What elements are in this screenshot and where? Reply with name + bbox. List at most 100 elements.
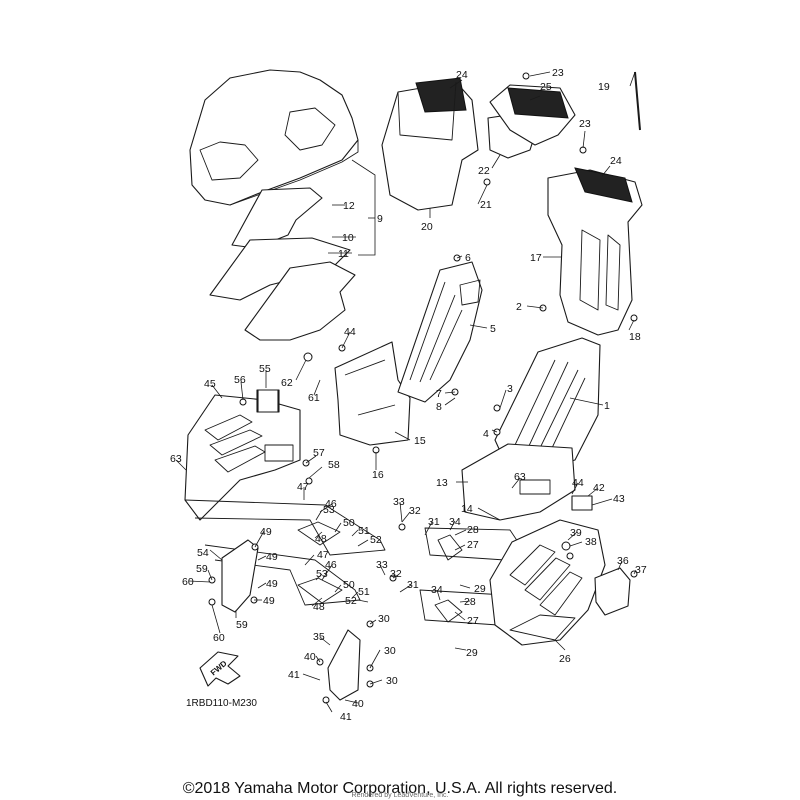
part-bracket-42 xyxy=(571,495,593,511)
callout-34b: 34 xyxy=(431,584,443,596)
callout-63a: 63 xyxy=(170,453,182,465)
part-rail-upper xyxy=(184,499,386,556)
callout-61: 61 xyxy=(308,392,320,404)
part-panel-45 xyxy=(184,394,301,521)
part-bracket-15 xyxy=(334,341,411,446)
callout-48b: 48 xyxy=(313,601,325,613)
callout-10: 10 xyxy=(342,232,354,244)
callout-40b: 40 xyxy=(352,698,364,710)
part-clip-55 xyxy=(257,389,279,413)
callout-45: 45 xyxy=(204,378,216,390)
part-bracket-36 xyxy=(594,567,631,616)
callout-62: 62 xyxy=(281,377,293,389)
callout-59b: 59 xyxy=(236,619,248,631)
callout-31a: 31 xyxy=(428,516,440,528)
callout-37: 37 xyxy=(635,564,647,576)
callout-11: 11 xyxy=(338,248,349,260)
callout-22: 22 xyxy=(478,165,490,177)
callout-4: 4 xyxy=(483,428,489,440)
callout-6: 6 xyxy=(465,252,471,264)
callout-19: 19 xyxy=(598,81,610,93)
callout-51a: 51 xyxy=(358,525,370,537)
callout-28a: 28 xyxy=(467,524,479,536)
callout-32b: 32 xyxy=(390,568,402,580)
callout-60a: 60 xyxy=(182,576,194,588)
callout-26: 26 xyxy=(559,653,571,665)
callout-43: 43 xyxy=(613,493,625,505)
part-bracket-13 xyxy=(461,443,576,521)
callout-23a: 23 xyxy=(552,67,564,79)
callout-27a: 27 xyxy=(467,539,479,551)
callout-58: 58 xyxy=(328,459,340,471)
callout-7: 7 xyxy=(436,388,442,400)
callout-49b: 49 xyxy=(266,551,278,563)
callout-44b: 44 xyxy=(572,477,584,489)
callout-49d: 49 xyxy=(263,595,275,607)
callout-36: 36 xyxy=(617,555,629,567)
callout-53a: 53 xyxy=(323,504,335,516)
part-bracket-54 xyxy=(221,539,259,613)
part-bracket-35 xyxy=(327,629,361,701)
callout-5: 5 xyxy=(490,323,496,335)
callout-47a: 47 xyxy=(297,481,309,493)
callout-2: 2 xyxy=(516,301,522,313)
callout-55: 55 xyxy=(259,363,271,375)
callout-14: 14 xyxy=(461,503,473,515)
callout-46b: 46 xyxy=(325,559,337,571)
callout-46a: 46 xyxy=(325,498,337,510)
part-rod-19 xyxy=(634,71,641,131)
callout-63b: 63 xyxy=(514,471,526,483)
callout-39: 39 xyxy=(570,527,582,539)
callout-17: 17 xyxy=(530,252,542,264)
callout-33a: 33 xyxy=(393,496,405,508)
callout-52b: 52 xyxy=(345,595,357,607)
callout-30a: 30 xyxy=(378,613,390,625)
callout-49c: 49 xyxy=(266,578,278,590)
callout-47b: 47 xyxy=(317,549,329,561)
callouts: 1 2 3 4 5 6 7 8 9 10 11 12 13 14 15 16 1… xyxy=(170,67,647,723)
callout-15: 15 xyxy=(414,435,426,447)
callout-42: 42 xyxy=(593,482,605,494)
callout-41a: 41 xyxy=(288,669,300,681)
callout-50a: 50 xyxy=(343,517,355,529)
callout-33b: 33 xyxy=(376,559,388,571)
callout-38: 38 xyxy=(585,536,597,548)
callout-25: 25 xyxy=(540,81,552,93)
render-note: Rendered by LeadVenture, Inc. xyxy=(351,792,449,799)
callout-13: 13 xyxy=(436,477,448,489)
callout-20: 20 xyxy=(421,221,433,233)
callout-1: 1 xyxy=(604,400,610,412)
callout-16: 16 xyxy=(372,469,384,481)
callout-40a: 40 xyxy=(304,651,316,663)
callout-59a: 59 xyxy=(196,563,208,575)
callout-30b: 30 xyxy=(384,645,396,657)
callout-8: 8 xyxy=(436,401,442,413)
callout-52a: 52 xyxy=(370,534,382,546)
callout-12: 12 xyxy=(343,200,355,212)
callout-24a: 24 xyxy=(456,69,468,81)
copyright-notice: ©2018 Yamaha Motor Corporation, U.S.A. A… xyxy=(182,780,618,797)
leader-lines xyxy=(175,71,637,713)
callout-31b: 31 xyxy=(407,579,419,591)
callout-32a: 32 xyxy=(409,505,421,517)
callout-30c: 30 xyxy=(386,675,398,687)
callout-53b: 53 xyxy=(316,568,328,580)
callout-57: 57 xyxy=(313,447,325,459)
part-gasket-10 xyxy=(209,237,351,301)
callout-34a: 34 xyxy=(449,516,461,528)
callout-21: 21 xyxy=(480,199,492,211)
callout-29b: 29 xyxy=(466,647,478,659)
callout-54: 54 xyxy=(197,547,209,559)
callout-29a: 29 xyxy=(474,583,486,595)
callout-41b: 41 xyxy=(340,711,352,723)
callout-9: 9 xyxy=(377,213,383,225)
part-gasket-11 xyxy=(244,261,356,341)
callout-27b: 27 xyxy=(467,615,479,627)
callout-51b: 51 xyxy=(358,586,370,598)
callout-49a: 49 xyxy=(260,526,272,538)
callout-24b: 24 xyxy=(610,155,622,167)
part-cover-top xyxy=(189,69,359,206)
part-outlines xyxy=(184,69,643,704)
callout-3: 3 xyxy=(507,383,513,395)
